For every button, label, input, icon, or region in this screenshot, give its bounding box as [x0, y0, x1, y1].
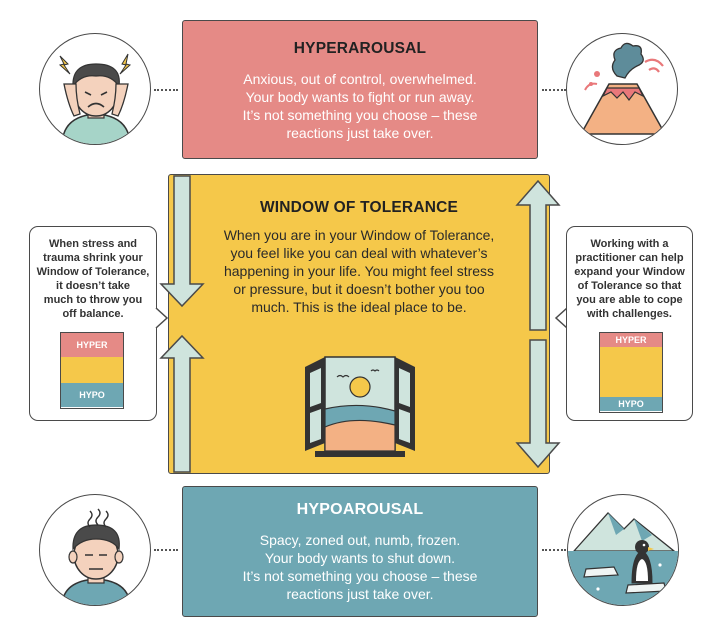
- window-line: When you are in your Window of Tolerance…: [223, 227, 495, 243]
- stressed-person-icon: [39, 33, 151, 145]
- hyperarousal-line: reactions just take over.: [286, 125, 434, 141]
- connector-dots: [154, 549, 178, 551]
- shrink-arrow-down-icon: [159, 175, 205, 308]
- callout-line: trauma shrink your: [43, 252, 143, 264]
- hyperarousal-line: Your body wants to fight or run away.: [245, 89, 475, 105]
- window-of-tolerance-box: WINDOW OF TOLERANCE When you are in your…: [168, 174, 550, 474]
- mini-window-band: [600, 347, 662, 397]
- hypoarousal-line: Spacy, zoned out, numb, frozen.: [259, 532, 461, 548]
- callout-line: Working with a: [590, 238, 669, 250]
- mini-hypo-label: HYPO: [600, 397, 662, 411]
- window-of-tolerance-description: When you are in your Window of Tolerance…: [195, 226, 523, 316]
- mini-window-narrow: HYPER HYPO: [60, 332, 124, 409]
- hyperarousal-box: HYPERAROUSAL Anxious, out of control, ov…: [182, 20, 538, 159]
- hyperarousal-description: Anxious, out of control, overwhelmed. Yo…: [183, 70, 537, 142]
- callout-line: much to throw you: [43, 294, 143, 306]
- callout-line: expand your Window: [574, 266, 685, 278]
- expand-arrow-down-icon: [515, 339, 561, 469]
- connector-dots: [154, 89, 178, 91]
- hyperarousal-line: It’s not something you choose – these: [242, 107, 478, 123]
- callout-line: with challenges.: [587, 308, 672, 320]
- mini-hyper-label: HYPER: [61, 333, 123, 357]
- mini-hypo-label: HYPO: [61, 383, 123, 407]
- connector-dots: [542, 549, 566, 551]
- numb-person-icon: [39, 494, 151, 606]
- shrink-arrow-up-icon: [159, 334, 205, 473]
- callout-line: you are able to cope: [576, 294, 683, 306]
- hyperarousal-title: HYPERAROUSAL: [293, 40, 427, 57]
- hypoarousal-description: Spacy, zoned out, numb, frozen. Your bod…: [183, 531, 537, 603]
- mini-hyper-label: HYPER: [600, 333, 662, 347]
- callout-line: When stress and: [48, 238, 138, 250]
- window-line: or pressure, but it doesn’t bother you t…: [233, 281, 485, 297]
- callout-line: it doesn’t take: [56, 280, 130, 292]
- callout-shrink: When stress and trauma shrink your Windo…: [29, 226, 157, 421]
- penguin-iceberg-icon: [567, 494, 679, 606]
- hypoarousal-line: Your body wants to shut down.: [264, 550, 456, 566]
- connector-dots: [542, 89, 566, 91]
- expand-arrow-up-icon: [515, 179, 561, 331]
- callout-line: off balance.: [62, 308, 124, 320]
- hyperarousal-line: Anxious, out of control, overwhelmed.: [243, 71, 477, 87]
- callout-expand-text: Working with a practitioner can help exp…: [573, 237, 686, 321]
- window-line: much. This is the ideal place to be.: [251, 299, 467, 315]
- callout-line: of Tolerance so that: [577, 280, 682, 292]
- hypoarousal-line: It’s not something you choose – these: [242, 568, 478, 584]
- callout-expand: Working with a practitioner can help exp…: [566, 226, 693, 421]
- volcano-icon: [566, 33, 678, 145]
- callout-line: practitioner can help: [575, 252, 684, 264]
- callout-line: Window of Tolerance,: [36, 266, 150, 278]
- mini-window-wide: HYPER HYPO: [599, 332, 663, 413]
- hypoarousal-title: HYPOAROUSAL: [296, 501, 424, 518]
- hypoarousal-line: reactions just take over.: [286, 586, 434, 602]
- window-line: happening in your life. You might feel s…: [223, 263, 495, 279]
- callout-shrink-text: When stress and trauma shrink your Windo…: [36, 237, 150, 321]
- window-line: you feel like you can deal with whatever…: [230, 245, 488, 261]
- mini-window-band: [61, 357, 123, 383]
- window-of-tolerance-title: WINDOW OF TOLERANCE: [259, 199, 459, 216]
- hypoarousal-box: HYPOAROUSAL Spacy, zoned out, numb, froz…: [182, 486, 538, 617]
